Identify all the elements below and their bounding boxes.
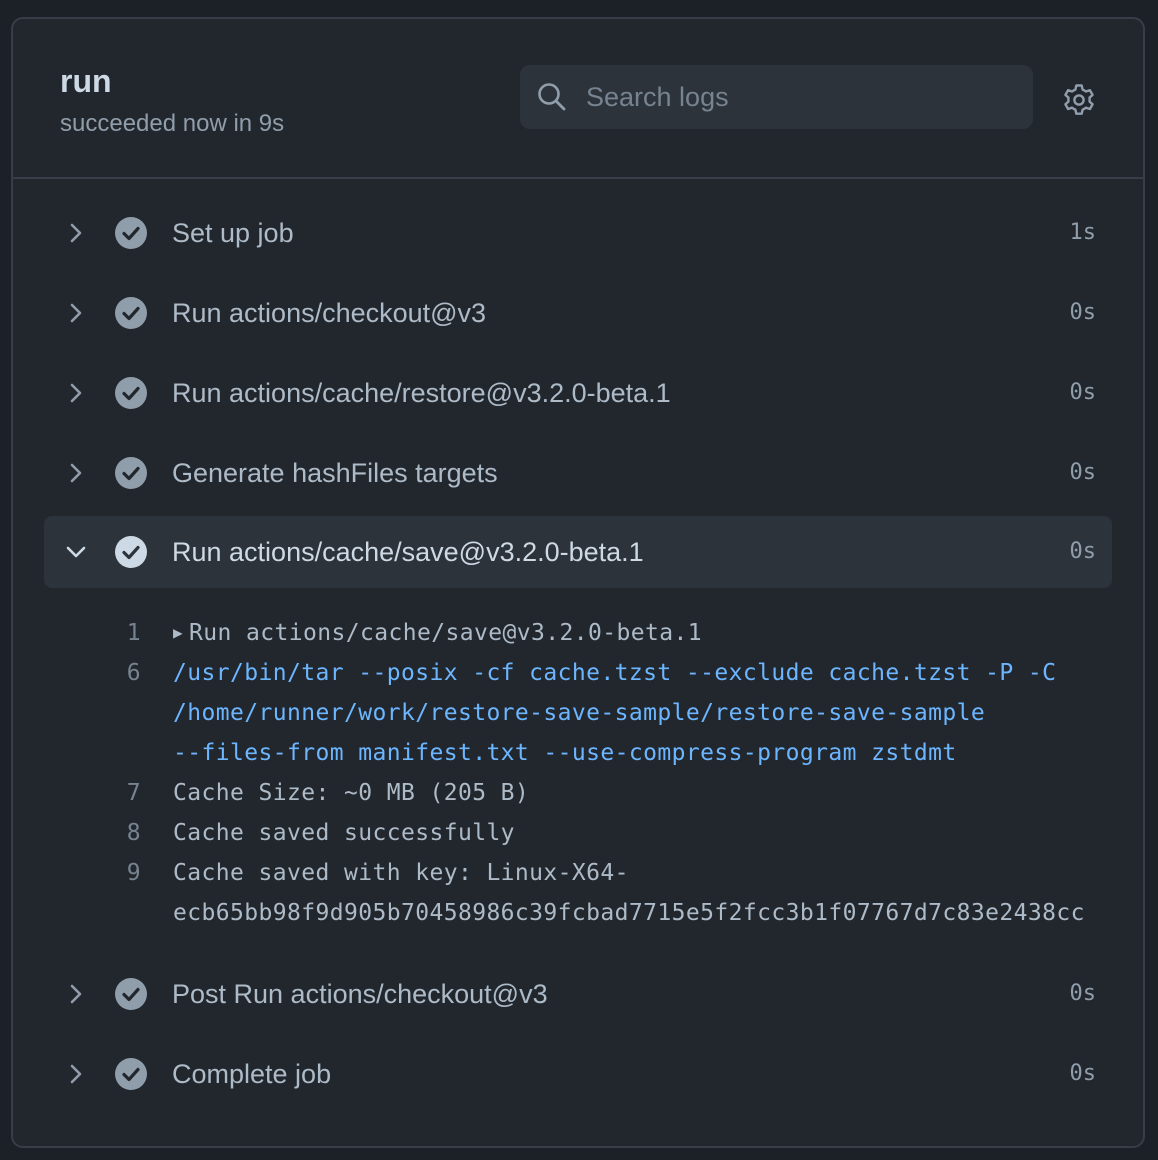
step-name: Generate hashFiles targets xyxy=(172,458,498,488)
chevron-right-icon xyxy=(70,1064,82,1084)
job-title: run xyxy=(60,63,112,99)
check-circle-icon xyxy=(115,377,147,409)
chevron-down-icon xyxy=(66,546,86,558)
step-duration: 0s xyxy=(1069,380,1097,405)
line-number: 8 xyxy=(126,820,141,846)
line-number: 1 xyxy=(126,620,141,646)
check-circle-icon xyxy=(115,978,147,1010)
search-logs-input[interactable] xyxy=(584,65,1014,129)
log-group-title: Run actions/cache/save@v3.2.0-beta.1 xyxy=(189,620,702,646)
chevron-right-icon xyxy=(70,383,82,403)
step-post-run-checkout[interactable]: Post Run actions/checkout@v3 0s xyxy=(44,958,1112,1030)
step-name: Post Run actions/checkout@v3 xyxy=(172,979,548,1009)
line-number: 9 xyxy=(126,860,141,886)
step-generate-hashfiles[interactable]: Generate hashFiles targets 0s xyxy=(44,437,1112,509)
line-number: 6 xyxy=(126,660,141,686)
search-box[interactable] xyxy=(520,65,1033,129)
step-set-up-job[interactable]: Set up job 1s xyxy=(44,197,1112,269)
job-log-panel: run succeeded now in 9s Set up job 1s xyxy=(11,17,1145,1148)
step-name: Complete job xyxy=(172,1059,332,1089)
log-text: Cache saved with key: Linux-X64- xyxy=(173,860,629,886)
log-text: ecb65bb98f9d905b70458986c39fcbad7715e5f2… xyxy=(173,900,1085,926)
step-duration: 0s xyxy=(1069,300,1097,325)
check-circle-icon xyxy=(115,217,147,249)
job-status-text: succeeded now in 9s xyxy=(60,110,285,137)
chevron-right-icon xyxy=(70,303,82,323)
check-circle-icon xyxy=(115,536,147,568)
step-duration: 0s xyxy=(1069,1061,1097,1086)
chevron-right-icon xyxy=(70,463,82,483)
step-run-cache-save[interactable]: Run actions/cache/save@v3.2.0-beta.1 0s xyxy=(44,516,1112,588)
step-duration: 1s xyxy=(1069,220,1097,245)
step-run-cache-restore[interactable]: Run actions/cache/restore@v3.2.0-beta.1 … xyxy=(44,357,1112,429)
step-name: Set up job xyxy=(172,218,294,248)
step-duration: 0s xyxy=(1069,460,1097,485)
gear-icon[interactable] xyxy=(1061,82,1097,118)
step-complete-job[interactable]: Complete job 0s xyxy=(44,1038,1112,1110)
expand-group-icon[interactable]: ▶ xyxy=(173,623,184,642)
log-command-text: /usr/bin/tar --posix -cf cache.tzst --ex… xyxy=(173,660,1057,686)
step-duration: 0s xyxy=(1069,981,1097,1006)
log-command-text: --files-from manifest.txt --use-compress… xyxy=(173,740,957,766)
job-header: run succeeded now in 9s xyxy=(13,19,1143,179)
check-circle-icon xyxy=(115,457,147,489)
chevron-right-icon xyxy=(70,223,82,243)
step-name: Run actions/cache/restore@v3.2.0-beta.1 xyxy=(172,378,671,408)
check-circle-icon xyxy=(115,1058,147,1090)
log-text: Cache Size: ~0 MB (205 B) xyxy=(173,780,530,806)
check-circle-icon xyxy=(115,297,147,329)
line-number: 7 xyxy=(126,780,141,806)
log-text: Cache saved successfully xyxy=(173,820,515,846)
search-icon xyxy=(538,83,566,111)
step-name: Run actions/checkout@v3 xyxy=(172,298,487,328)
step-name: Run actions/cache/save@v3.2.0-beta.1 xyxy=(172,537,644,567)
chevron-right-icon xyxy=(70,984,82,1004)
log-command-text: /home/runner/work/restore-save-sample/re… xyxy=(173,700,986,726)
step-duration: 0s xyxy=(1069,539,1097,564)
step-run-checkout[interactable]: Run actions/checkout@v3 0s xyxy=(44,277,1112,349)
